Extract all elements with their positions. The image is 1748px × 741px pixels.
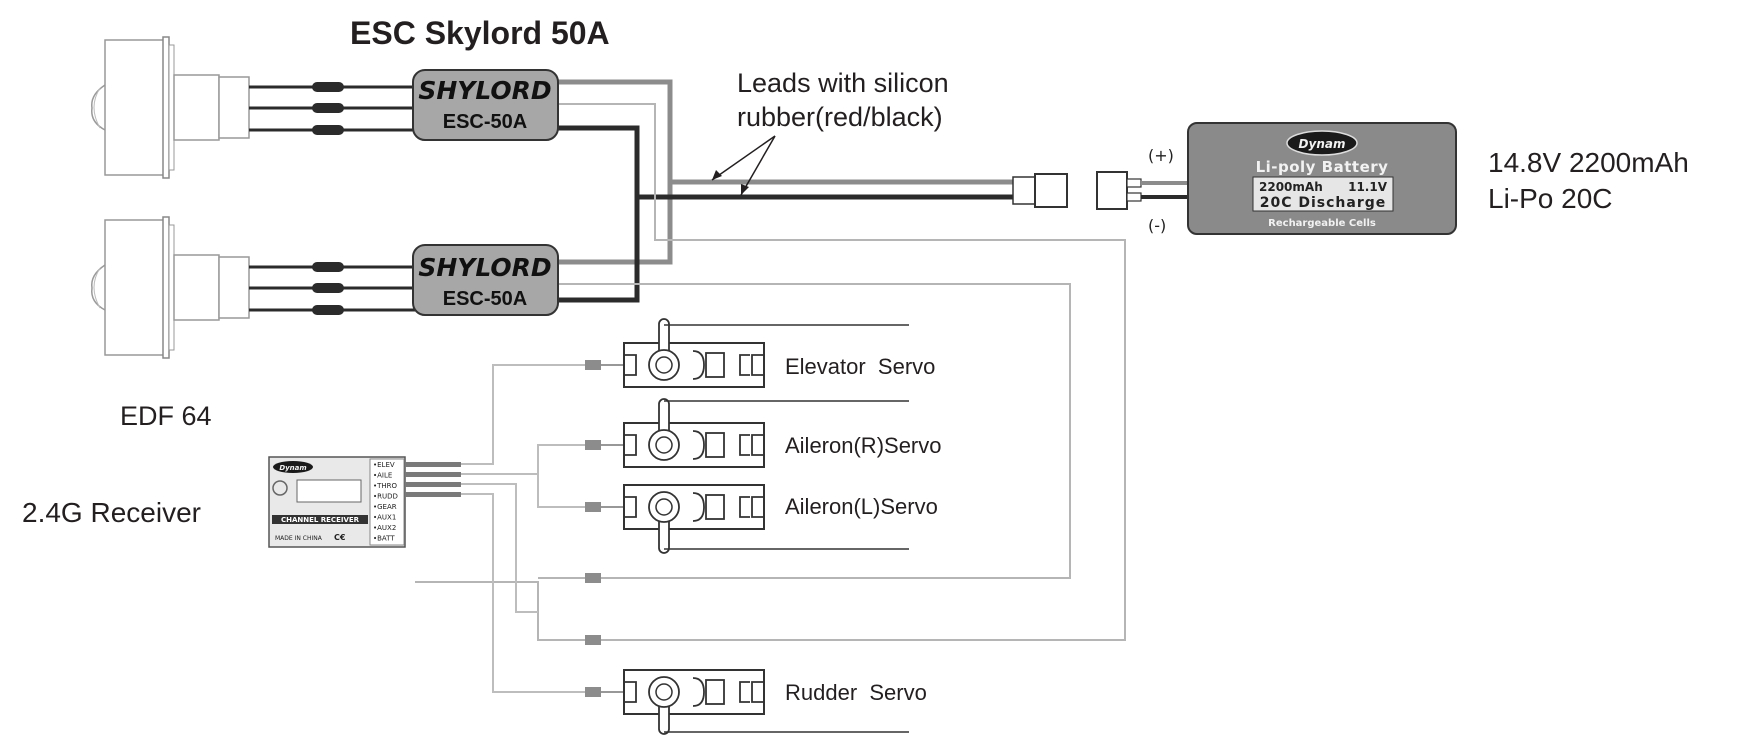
- motor-wires: [249, 85, 415, 312]
- edf-label: EDF 64: [120, 401, 212, 431]
- servo-lead-wires: [461, 364, 585, 693]
- receiver-bind-button: [272, 480, 288, 496]
- leads-label-line2: rubber(red/black): [737, 102, 943, 132]
- aileron-l-servo-label: Aileron(L)Servo: [785, 494, 938, 519]
- servo-plugs: [585, 360, 601, 697]
- battery-footer: Rechargeable Cells: [1268, 218, 1376, 229]
- esc-model-2: ESC-50A: [443, 288, 527, 310]
- battery-title: Li-poly Battery: [1256, 158, 1389, 176]
- battery-spec-panel: [1252, 176, 1394, 212]
- receiver-channel-label: •ELEV: [373, 461, 395, 469]
- receiver-channel-label: •THRO: [373, 482, 398, 490]
- esc-unit-1: SHYLORD ESC-50A: [412, 69, 559, 141]
- battery-brand-logo: [1286, 130, 1358, 156]
- battery-voltage: 11.1V: [1348, 180, 1388, 194]
- aileron-l-servo: [623, 484, 909, 554]
- receiver-channel-label: •AUX1: [373, 514, 396, 522]
- esc-signal-wires: [415, 103, 1126, 641]
- elevator-servo: [623, 318, 909, 388]
- receiver-type-text: CHANNEL RECEIVER: [281, 516, 360, 524]
- receiver-channel-labels: •ELEV •AILE •THRO •RUDD •GEAR •AUX1 •AUX2 •BATT: [373, 461, 398, 543]
- elevator-servo-label: Elevator Servo: [785, 354, 935, 379]
- receiver-brand: Dynam: [279, 464, 306, 472]
- battery-plus-label: (+): [1148, 146, 1174, 165]
- receiver-channel-label: •RUDD: [373, 493, 398, 501]
- svg-text:C€: C€: [334, 533, 346, 542]
- leads-label-line1: Leads with silicon: [737, 68, 949, 98]
- receiver-pins: [405, 462, 461, 497]
- esc-brand-1: SHYLORD: [418, 76, 551, 105]
- bullet-connectors: [312, 82, 344, 315]
- receiver-channel-label: •AILE: [373, 472, 392, 480]
- diagram-title: ESC Skylord 50A: [350, 15, 610, 51]
- esc-unit-2: SHYLORD ESC-50A: [412, 244, 559, 316]
- leads-callout: Leads with silicon rubber(red/black): [711, 68, 949, 196]
- esc-model-1: ESC-50A: [443, 111, 527, 133]
- esc-power-wires: [558, 79, 1013, 303]
- battery-capacity: 2200mAh: [1259, 180, 1323, 194]
- rudder-servo: [623, 669, 909, 735]
- aileron-r-servo: [623, 398, 909, 468]
- rudder-servo-label: Rudder Servo: [785, 680, 927, 705]
- receiver-channel-label: •GEAR: [373, 503, 397, 511]
- edf-motor-1: [91, 36, 250, 179]
- battery-spec-line1: 14.8V 2200mAh: [1488, 147, 1689, 178]
- battery-discharge: 20C Discharge: [1260, 195, 1387, 211]
- receiver-channel-label: •AUX2: [373, 524, 396, 532]
- edf-motor-2: [91, 216, 250, 359]
- aileron-r-servo-label: Aileron(R)Servo: [785, 433, 942, 458]
- battery-connector: [1012, 171, 1190, 210]
- lipo-battery: Dynam Li-poly Battery 2200mAh 11.1V 20C …: [1187, 122, 1457, 235]
- battery-brand: Dynam: [1299, 137, 1346, 151]
- battery-spec-line2: Li-Po 20C: [1488, 183, 1613, 214]
- receiver-made-in: MADE IN CHINA: [275, 535, 323, 542]
- esc-brand-2: SHYLORD: [418, 253, 551, 282]
- battery-minus-label: (-): [1148, 216, 1166, 235]
- receiver-label: 2.4G Receiver: [22, 497, 201, 528]
- servo-plug-wires: [601, 364, 624, 693]
- receiver-channel-label: •BATT: [373, 535, 395, 543]
- receiver-brand-logo: [273, 461, 313, 473]
- receiver-unit: Dynam CHANNEL RECEIVER MADE IN CHINA C€ …: [268, 456, 406, 548]
